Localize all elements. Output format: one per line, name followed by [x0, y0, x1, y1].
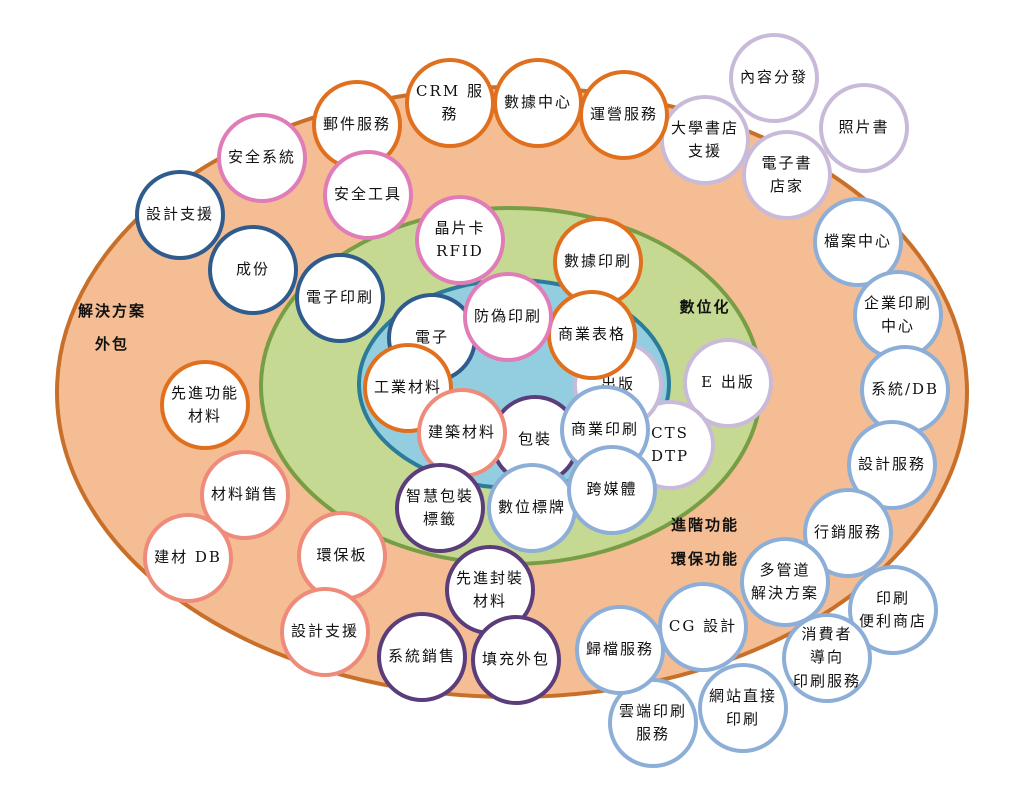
node-24: 雲端印刷 服務: [608, 678, 698, 768]
node-37: 智慧包裝 標籤: [395, 463, 485, 553]
node-20: 印刷 便利商店: [848, 565, 938, 655]
zone-label-digitization: 數位化: [679, 298, 731, 316]
zone-label-outsourcing: 解決方案 外包: [72, 300, 152, 354]
node-8: 安全系統: [217, 113, 307, 203]
node-1: 照片書: [819, 83, 909, 173]
node-10: 設計支援: [135, 170, 225, 260]
node-11: 成份: [208, 225, 298, 315]
node-13: 晶片卡 RFID: [415, 195, 505, 285]
node-3: 電子書 店家: [742, 130, 832, 220]
node-12: 電子印刷: [295, 253, 385, 343]
node-17: 系統/DB: [860, 345, 950, 435]
node-47: 填充外包: [471, 615, 561, 705]
node-31: 商業表格: [547, 290, 637, 380]
node-21: 消費者 導向 印刷服務: [782, 613, 872, 703]
zone-label-outsourcing-line1: 解決方案: [77, 302, 146, 320]
node-5: 數據中心: [493, 58, 583, 148]
zone-label-outsourcing-line2: 外包: [94, 335, 129, 353]
node-43: 環保板: [297, 511, 387, 601]
node-0: 內容分發: [729, 33, 819, 123]
node-4: CRM 服務: [405, 58, 495, 148]
node-22: 多管道 解決方案: [740, 537, 830, 627]
node-26: CG 設計: [658, 582, 748, 672]
node-46: 系統銷售: [377, 612, 467, 702]
node-23: 網站直接 印刷: [698, 663, 788, 753]
node-18: 設計服務: [847, 420, 937, 510]
node-15: 檔案中心: [813, 197, 903, 287]
node-2: 大學書店 支援: [660, 95, 750, 185]
node-25: 歸檔服務: [575, 605, 665, 695]
node-42: 建材 DB: [143, 513, 233, 603]
node-40: 先進功能 材料: [160, 360, 250, 450]
node-9: 安全工具: [323, 150, 413, 240]
node-39: 跨媒體: [567, 445, 657, 535]
node-38: 數位標牌: [487, 463, 577, 553]
node-32: 防偽印刷: [463, 272, 553, 362]
node-6: 運營服務: [579, 70, 669, 160]
zone-label-eco: 環保功能: [670, 550, 739, 568]
node-44: 設計支援: [280, 587, 370, 677]
zone-label-advanced: 進階功能: [670, 516, 739, 534]
